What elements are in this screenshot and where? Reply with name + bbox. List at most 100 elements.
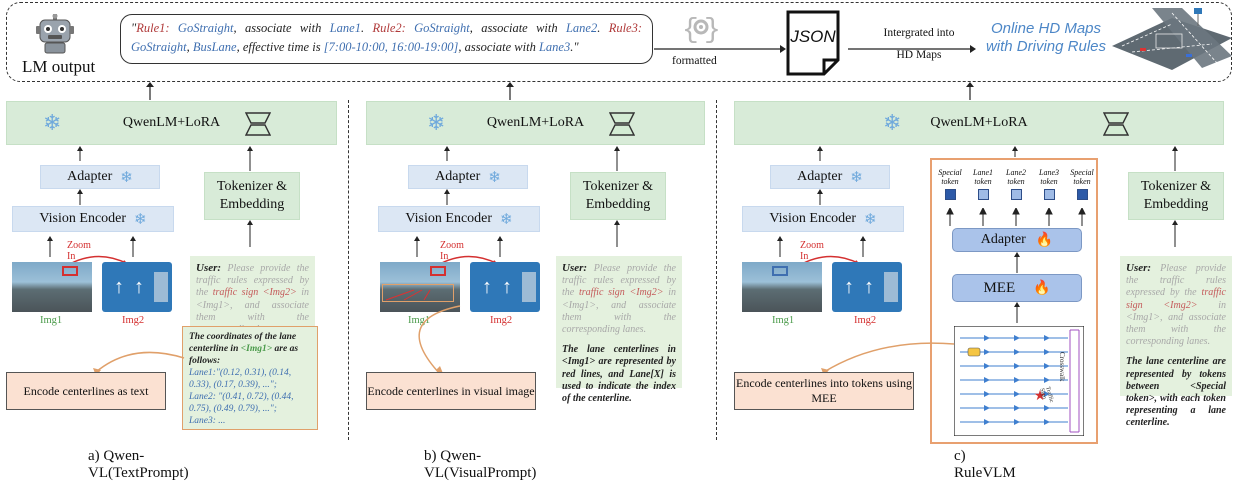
user-prompt-b: User: Please provide the traffic rules e… bbox=[556, 256, 682, 404]
rule-segment: Rule2: bbox=[372, 21, 406, 35]
token-square bbox=[1010, 189, 1022, 200]
adapter-box-b: Adapter ❄ bbox=[408, 165, 528, 189]
img1-label-a: Img1 bbox=[40, 315, 63, 326]
llm-box-b: ❄ QwenLM+LoRA bbox=[366, 101, 705, 145]
encode-box-c: Encode centerlines into tokens using MEE bbox=[734, 372, 914, 410]
token-square bbox=[1076, 189, 1088, 200]
user-prompt-a: User: Please provide the traffic rules e… bbox=[190, 256, 315, 335]
vision-encoder-label-b: Vision Encoder bbox=[405, 211, 493, 226]
encode-label-a: Encode centerlines as text bbox=[23, 383, 149, 398]
token-label-line2: token bbox=[1073, 177, 1091, 186]
token-square bbox=[944, 189, 956, 200]
token-label-line2: token bbox=[974, 177, 992, 186]
arrow-up-ve-b bbox=[444, 189, 450, 205]
bev-lane-map: ★ bbox=[954, 326, 1084, 436]
arrow-up-bev bbox=[1014, 302, 1020, 323]
tokenizer-box-a: Tokenizer & Embedding bbox=[204, 172, 300, 220]
arrow-up-tok-a bbox=[247, 146, 253, 171]
token-label-line2: token bbox=[1007, 177, 1025, 186]
lm-output-band bbox=[6, 2, 1232, 82]
sign-highlight-c bbox=[772, 266, 788, 276]
svg-text:★: ★ bbox=[1034, 389, 1047, 404]
traffic-sign-image-c: ↑ ↑ bbox=[832, 262, 902, 312]
vision-encoder-box-a: Vision Encoder ❄ bbox=[12, 206, 174, 232]
arrow-up-adapter-a bbox=[77, 146, 83, 161]
zoom-in-label-a: Zoom In bbox=[67, 240, 91, 262]
coords-title-a: The coordinates of the lane centerline i… bbox=[189, 332, 297, 354]
arrow-up-ve-c bbox=[817, 189, 823, 205]
snowflake-icon: ❄ bbox=[488, 169, 501, 186]
adapter-label-b: Adapter bbox=[435, 169, 481, 184]
lm-output-bubble: "Rule1: GoStraight, associate with Lane1… bbox=[120, 14, 653, 64]
street-image-a bbox=[12, 262, 92, 312]
rule-segment: Rule3: bbox=[608, 21, 643, 35]
coords-title-end-a: are as follows: bbox=[189, 344, 299, 366]
llm-label-b: QwenLM+LoRA bbox=[486, 115, 585, 130]
snowflake-icon: ❄ bbox=[850, 169, 863, 186]
user-text2-c: in <Img1>, and associate them with the c… bbox=[1126, 299, 1226, 348]
svg-text:}: } bbox=[704, 15, 720, 46]
token-label-line2: token bbox=[1040, 177, 1058, 186]
tokenizer-line1-c: Tokenizer & bbox=[1140, 179, 1212, 194]
arrow-up-adapter-b bbox=[444, 146, 450, 161]
llm-label-c: QwenLM+LoRA bbox=[930, 115, 1028, 130]
caption-c: c) RuleVLM bbox=[954, 448, 1016, 481]
formatted-label: formatted bbox=[672, 55, 717, 67]
caption-a: a) Qwen-VL(TextPrompt) bbox=[88, 448, 189, 481]
caption-b: b) Qwen-VL(VisualPrompt) bbox=[424, 448, 537, 481]
zoom-in-label-c: Zoom In bbox=[800, 240, 824, 262]
rule-segment: , associate with bbox=[469, 21, 566, 35]
rule-segment: . bbox=[360, 21, 373, 35]
rule-segment: Lane1 bbox=[329, 21, 361, 35]
code-format-icon: { } bbox=[682, 15, 720, 46]
adapter-label-a: Adapter bbox=[67, 169, 113, 184]
hd-map-image bbox=[1112, 8, 1232, 70]
lane-note2-b: are represented by red lines, and Lane[X… bbox=[562, 356, 676, 405]
arrow-up-mee bbox=[1014, 252, 1020, 273]
lane-note-tok-c: <Special token> bbox=[1126, 380, 1226, 405]
arrow-up-a bbox=[146, 82, 154, 100]
snowflake-icon: ❄ bbox=[427, 110, 446, 135]
rule-segment: . bbox=[597, 21, 609, 35]
user-sign-b: traffic sign <Img2> bbox=[578, 287, 664, 299]
llm-box-c: ❄ QwenLM+LoRA bbox=[734, 101, 1224, 145]
adapter-box-a: Adapter ❄ bbox=[40, 165, 160, 189]
rule-segment: BusLane bbox=[192, 40, 237, 54]
arrow-up-c bbox=[966, 82, 974, 100]
tokenizer-line2-c: Embedding bbox=[1143, 197, 1209, 212]
adapter-label-c: Adapter bbox=[797, 169, 843, 184]
snowflake-icon: ❄ bbox=[43, 110, 62, 135]
mee-frame bbox=[930, 158, 1098, 444]
rule-segment: [7:00-10:00, 16:00-19:00] bbox=[323, 40, 459, 54]
svg-text:{: { bbox=[682, 15, 699, 46]
lora-icon bbox=[245, 112, 271, 136]
rule-segment: GoStraight bbox=[131, 40, 187, 54]
divider-ab bbox=[348, 100, 349, 440]
rule-segment: , associate with bbox=[458, 40, 539, 54]
mee-box: MEE 🔥 bbox=[952, 274, 1082, 302]
fire-icon: 🔥 bbox=[1035, 232, 1054, 248]
user-sign-c: traffic sign <Img2> bbox=[1126, 287, 1226, 311]
arrow-up-prompt-c bbox=[1172, 220, 1178, 247]
arrow-up-b bbox=[506, 82, 514, 100]
arrow-to-json bbox=[654, 45, 786, 53]
img2-label-a: Img2 bbox=[122, 315, 145, 326]
user-sign-a: traffic sign <Img2> bbox=[212, 287, 297, 299]
online-line-1: Online HD Maps bbox=[990, 20, 1102, 37]
lane-highlight-b bbox=[382, 284, 454, 302]
user-text-c: Please provide the traffic rules express… bbox=[1126, 263, 1226, 299]
lane-note-c: The lane centerline are represented by t… bbox=[1126, 356, 1226, 392]
robot-icon bbox=[36, 14, 74, 54]
token-label-line1: Special bbox=[938, 168, 962, 177]
tokenizer-box-b: Tokenizer & Embedding bbox=[570, 172, 666, 220]
img2-label-c: Img2 bbox=[854, 315, 877, 326]
coords-line-2: Lane2: "(0.41, 0.72), (0.44, 0.75), (0.4… bbox=[189, 392, 294, 414]
user-label-c: User: bbox=[1126, 262, 1152, 274]
coordinates-box-a: The coordinates of the lane centerline i… bbox=[182, 326, 318, 430]
token-label-line1: Special bbox=[1070, 168, 1094, 177]
arrow-up-img1-a bbox=[47, 236, 53, 257]
rule-segment: Rule1: bbox=[136, 21, 170, 35]
